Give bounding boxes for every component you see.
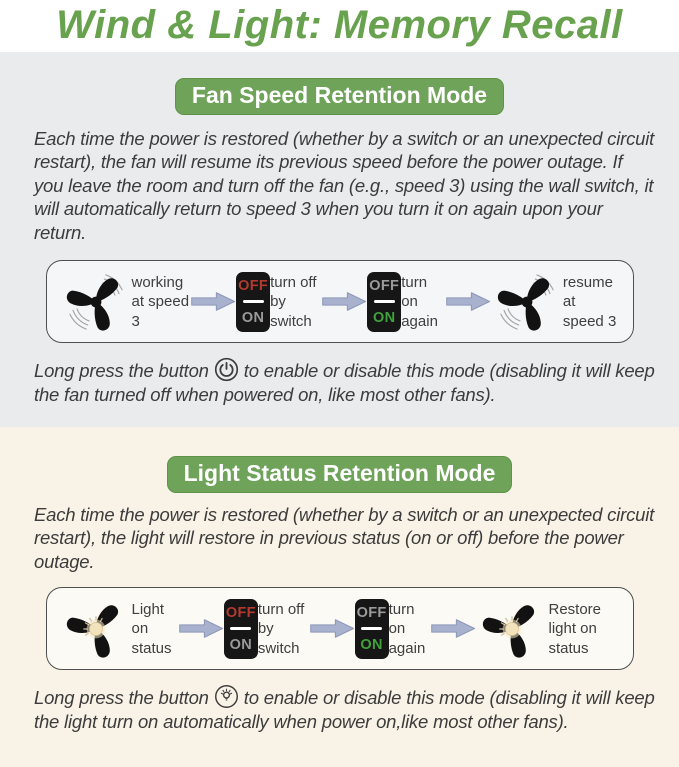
- light-bulb-icon: [214, 684, 239, 709]
- right-arrow-icon: [310, 617, 355, 640]
- switch-divider: [230, 627, 252, 631]
- fan-speed-section: Fan Speed Retention Mode Each time the p…: [0, 52, 679, 427]
- switch-on-label: ON: [373, 309, 396, 326]
- fan-with-light-icon: [60, 593, 132, 665]
- step-label: turn on again: [388, 601, 426, 657]
- switch-on-label: ON: [229, 636, 252, 653]
- step-label: turn on again: [401, 274, 438, 330]
- step-label: Restore light on status: [548, 601, 602, 657]
- step-label: turn off by switch: [257, 601, 305, 657]
- step-label: working at speed 3: [131, 274, 190, 330]
- light-status-section: Light Status Retention Mode Each time th…: [0, 427, 679, 767]
- right-arrow-icon: [322, 290, 367, 313]
- right-arrow-icon: [191, 290, 236, 313]
- rocker-switch-off-icon: OFF ON: [223, 598, 258, 659]
- spinning-fan-icon: [60, 266, 132, 338]
- spinning-fan-icon: [491, 266, 563, 338]
- power-button-icon: [214, 357, 239, 382]
- note-prefix: Long press the button: [34, 360, 209, 382]
- switch-divider: [361, 627, 383, 631]
- switch-off-label: OFF: [356, 605, 387, 622]
- note-suffix: to enable or disable this mode (disablin…: [34, 360, 655, 405]
- switch-on-label: ON: [360, 636, 383, 653]
- note-prefix: Long press the button: [34, 687, 209, 709]
- light-status-description: Each time the power is restored (whether…: [34, 504, 655, 572]
- page-title: Wind & Light: Memory Recall: [56, 3, 623, 47]
- switch-off-label: OFF: [238, 278, 269, 295]
- switch-divider: [242, 300, 264, 304]
- fan-speed-badge: Fan Speed Retention Mode: [174, 78, 505, 115]
- switch-off-label: OFF: [369, 278, 400, 295]
- switch-off-label: OFF: [225, 605, 256, 622]
- note-suffix: to enable or disable this mode (disablin…: [34, 687, 655, 732]
- switch-on-label: ON: [241, 309, 265, 326]
- light-status-badge: Light Status Retention Mode: [166, 456, 513, 493]
- rocker-switch-on-icon: OFF ON: [367, 271, 402, 332]
- right-arrow-icon: [179, 617, 224, 640]
- fan-speed-diagram: working at speed 3 OFF ON turn off by sw…: [45, 260, 634, 344]
- fan-with-light-icon: [476, 593, 548, 665]
- rocker-switch-off-icon: OFF ON: [236, 271, 271, 332]
- light-status-diagram: Light on status OFF ON turn off by switc…: [45, 587, 634, 671]
- right-arrow-icon: [446, 290, 491, 313]
- switch-divider: [373, 300, 395, 304]
- step-label: turn off by switch: [270, 274, 317, 330]
- fan-speed-description: Each time the power is restored (whether…: [34, 128, 655, 243]
- step-label: Light on status: [131, 601, 172, 657]
- step-label: resume at speed 3: [562, 274, 617, 330]
- rocker-switch-on-icon: OFF ON: [354, 598, 389, 659]
- right-arrow-icon: [431, 617, 476, 640]
